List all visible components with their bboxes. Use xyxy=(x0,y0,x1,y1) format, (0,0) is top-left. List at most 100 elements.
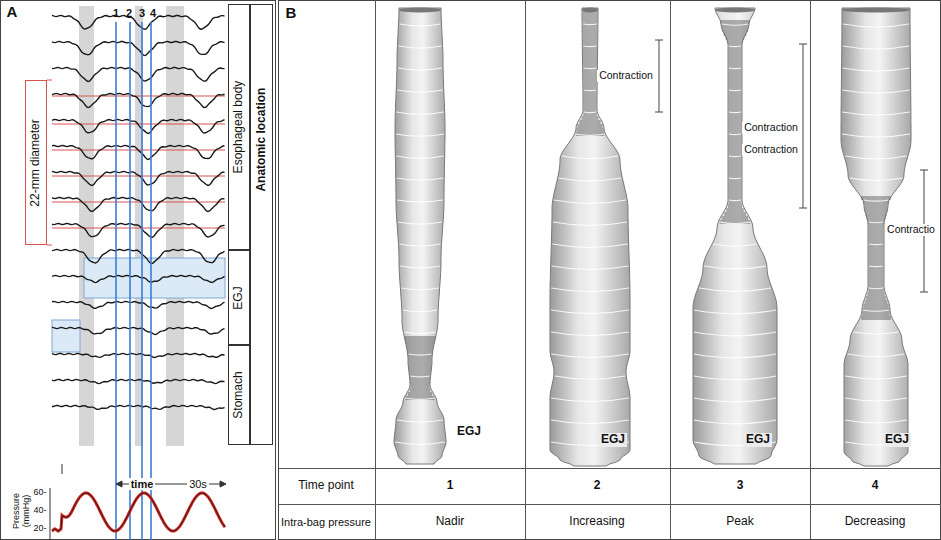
balloon-ring xyxy=(864,200,888,201)
text-label: Increasing xyxy=(569,515,624,528)
contraction-shade xyxy=(869,268,884,272)
contraction-shade xyxy=(722,24,749,28)
balloon-ring xyxy=(845,156,907,159)
diameter-trace xyxy=(52,301,225,308)
balloon-ring xyxy=(704,266,766,269)
text-label: 3 xyxy=(139,7,145,19)
contraction-shade xyxy=(409,372,430,376)
panel-frame xyxy=(279,1,941,540)
contraction-shade xyxy=(869,252,884,256)
balloon-ring xyxy=(848,354,905,357)
text-label: Decreasing xyxy=(845,515,906,528)
location-box: Esophageal body xyxy=(228,4,250,250)
text-label: 20- xyxy=(33,524,46,534)
balloon-ring xyxy=(551,332,629,336)
contraction-shade xyxy=(583,64,597,68)
text-label: 4 xyxy=(872,479,879,492)
balloon-ring xyxy=(397,90,443,92)
balloon-ring xyxy=(842,90,909,93)
red-guide-lines xyxy=(47,80,225,245)
diameter-trace xyxy=(52,119,225,133)
contraction-shade xyxy=(869,248,884,252)
text-label: EGJ xyxy=(744,433,772,446)
text-label: Contractio xyxy=(885,224,937,236)
balloon-ring xyxy=(729,155,741,157)
panel-frame xyxy=(1,1,276,540)
text-label: EGJ xyxy=(883,433,911,446)
text-label: Anatomic location xyxy=(255,88,268,192)
contraction-shade xyxy=(406,344,433,348)
text-label: 1 xyxy=(447,479,454,492)
contraction-shade xyxy=(729,160,742,164)
balloon-ring xyxy=(400,244,441,246)
balloon-ring xyxy=(843,46,909,49)
contraction-shade xyxy=(868,220,884,224)
egj-highlight xyxy=(52,320,80,352)
balloon-ring xyxy=(395,442,445,444)
contraction-shade xyxy=(406,396,435,400)
balloon-ring xyxy=(729,67,741,69)
contraction-shade xyxy=(729,48,742,52)
balloon-ring xyxy=(849,178,902,181)
text-label: Pressure (mmHg) xyxy=(12,487,32,535)
text-label: Nadir xyxy=(436,515,465,528)
balloon-ring xyxy=(403,310,437,312)
contraction-shade xyxy=(583,24,598,28)
balloon-ring xyxy=(551,398,629,402)
balloon-ring xyxy=(397,178,443,180)
contraction-shade xyxy=(729,148,742,152)
text-label: 60- xyxy=(33,488,46,498)
diameter-trace xyxy=(52,171,225,185)
contraction-shade xyxy=(583,52,597,56)
balloon-ring xyxy=(869,243,883,245)
contraction-shade xyxy=(869,232,884,236)
contraction-shade xyxy=(583,56,597,60)
balloon-ring xyxy=(551,288,629,292)
contraction-shade xyxy=(867,292,884,296)
contraction-shade xyxy=(407,348,433,352)
contraction-shade xyxy=(577,124,602,128)
balloon-ring xyxy=(551,420,629,424)
text-label: Contraction xyxy=(742,144,800,156)
balloon-ring xyxy=(729,177,741,179)
contraction-shade xyxy=(729,68,742,72)
diameter-trace xyxy=(52,15,225,29)
contraction-shade xyxy=(863,200,888,204)
contraction-shade xyxy=(583,28,598,32)
location-frame xyxy=(251,5,273,445)
balloon-ring xyxy=(552,266,629,270)
contraction-shade xyxy=(583,72,597,76)
table-grid xyxy=(278,0,941,540)
contraction-shade xyxy=(410,376,430,380)
contraction-shade xyxy=(726,208,743,212)
contraction-shade xyxy=(729,104,742,108)
contraction-shade xyxy=(729,172,742,176)
balloon-cap xyxy=(842,8,910,13)
contraction-shade xyxy=(729,188,742,192)
text-label: EGJ xyxy=(599,433,627,446)
contraction-shade xyxy=(579,120,600,124)
diameter-trace xyxy=(52,275,225,282)
text-label: 2 xyxy=(594,479,601,492)
pressure-curve xyxy=(52,493,225,531)
contraction-shade xyxy=(729,132,742,136)
text-label: Time point xyxy=(298,479,354,492)
balloon-ring xyxy=(694,420,776,424)
contraction-shade xyxy=(869,228,884,232)
contraction-shade xyxy=(726,36,745,40)
balloon-ring xyxy=(729,45,741,47)
text-label: 1 xyxy=(113,7,119,19)
balloon-ring xyxy=(552,244,627,248)
location-box: Stomach xyxy=(228,345,250,445)
balloon-ring xyxy=(396,134,444,136)
contraction-shade xyxy=(408,352,432,356)
contraction-shade xyxy=(869,272,884,276)
location-box: EGJ xyxy=(228,250,250,345)
contraction-shade xyxy=(869,244,884,248)
contraction-shade xyxy=(409,360,432,364)
balloon-ring xyxy=(863,310,889,311)
balloon-ring xyxy=(694,354,776,358)
contraction-shade xyxy=(729,176,742,180)
balloon-ring xyxy=(845,420,907,423)
